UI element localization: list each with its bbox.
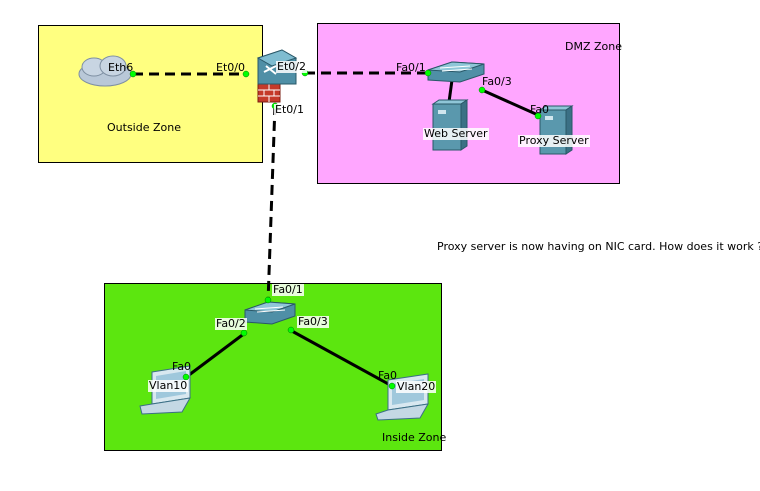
firewall-icon — [256, 49, 298, 103]
dmz-zone — [317, 23, 620, 184]
web-server-icon — [431, 99, 469, 151]
vlan20-label: Vlan20 — [396, 380, 437, 393]
link-dot — [287, 326, 295, 334]
link-dot — [129, 70, 137, 78]
link-inside-switch-pc1 — [184, 331, 246, 380]
link-dmz-switch-webserver — [447, 79, 454, 103]
dmz-switch-icon — [427, 61, 485, 83]
port-label-eth6: Eth6 — [108, 61, 134, 74]
vlan10-label: Vlan10 — [148, 379, 189, 392]
link-dot — [264, 296, 272, 304]
port-label-et01: Et0/1 — [274, 103, 305, 116]
cloud-icon — [78, 55, 132, 87]
link-dot — [534, 112, 542, 120]
link-dot — [240, 329, 248, 337]
port-label-et02: Et0/2 — [276, 60, 307, 73]
port-label-inside-fa02: Fa0/2 — [215, 317, 247, 330]
link-dot — [242, 70, 250, 78]
inside-zone-label: Inside Zone — [382, 431, 447, 444]
laptop-vlan10-icon — [139, 365, 191, 415]
port-label-inside-fa01: Fa0/1 — [272, 283, 304, 296]
link-inside-switch-pc2 — [289, 328, 393, 388]
port-label-et00: Et0/0 — [216, 61, 245, 74]
outside-zone-label: Outside Zone — [107, 121, 181, 134]
link-firewall-inside-switch — [266, 104, 277, 303]
dmz-zone-label: DMZ Zone — [565, 40, 622, 53]
link-dot — [478, 86, 486, 94]
link-dmz-switch-proxy — [481, 88, 539, 117]
port-label-pc2-fa0: Fa0 — [378, 369, 398, 382]
port-label-inside-fa03: Fa0/3 — [297, 315, 329, 328]
port-label-proxy-fa0: Fa0 — [530, 103, 550, 116]
proxy-server-label: Proxy Server — [518, 134, 590, 147]
link-dot — [388, 382, 396, 390]
web-server-label: Web Server — [423, 127, 489, 140]
port-label-dmz-fa03: Fa0/3 — [482, 75, 512, 88]
link-dot — [424, 69, 432, 77]
port-label-dmz-fa01: Fa0/1 — [396, 61, 426, 74]
outside-zone — [38, 25, 263, 163]
annotation-note: Proxy server is now having on NIC card. … — [437, 240, 760, 253]
port-label-pc1-fa0: Fa0 — [172, 360, 192, 373]
inside-switch-icon — [244, 301, 296, 325]
